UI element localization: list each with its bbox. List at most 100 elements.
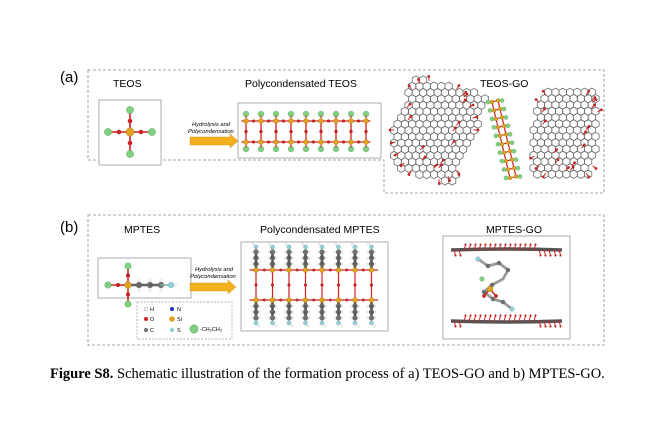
carbon-atom xyxy=(505,267,511,273)
hydrogen-atom xyxy=(258,262,261,266)
silicon-atom xyxy=(333,118,339,124)
bond xyxy=(543,249,546,256)
oxygen-atom xyxy=(341,140,346,144)
oxygen-group xyxy=(489,314,492,317)
hydrogen-atom xyxy=(350,256,353,260)
hydrogen-atom xyxy=(291,256,294,260)
hydrogen-atom xyxy=(148,288,152,292)
silicon-atom xyxy=(269,267,276,273)
hydrogen-atom xyxy=(301,242,304,246)
oxygen-group xyxy=(541,175,545,179)
oxygen-atom xyxy=(266,140,271,144)
ethyl-group xyxy=(507,131,513,137)
hydrogen-atom xyxy=(290,324,294,328)
sulfur-atom xyxy=(270,244,275,250)
oxygen-group xyxy=(554,325,557,328)
oxygen-atom xyxy=(266,119,271,123)
hydrogen-atom xyxy=(267,316,271,320)
oxygen-atom xyxy=(328,268,332,272)
oxygen-group xyxy=(594,98,598,102)
oxygen-atom xyxy=(262,268,266,272)
reaction-arrow-a xyxy=(189,133,239,149)
teos-molecule xyxy=(103,105,156,158)
bond xyxy=(498,244,501,251)
oxygen-atom xyxy=(262,298,266,302)
oxygen-group xyxy=(441,158,445,162)
oxygen-group xyxy=(457,120,461,124)
carbon-ring xyxy=(440,176,449,186)
hydrogen-atom xyxy=(366,316,370,320)
oxygen-group xyxy=(469,314,472,317)
carbon-atom xyxy=(496,260,502,266)
sulfur-atom xyxy=(352,244,358,250)
ethyl-group xyxy=(103,127,112,136)
oxygen-group xyxy=(534,166,538,170)
silicon-atom xyxy=(243,118,249,124)
oxygen-atom xyxy=(334,129,338,134)
atom-legend-box xyxy=(136,301,233,340)
oxygen-group xyxy=(452,139,456,143)
carbon-atom xyxy=(286,249,292,255)
oxygen-atom xyxy=(289,129,293,134)
oxygen-group xyxy=(435,163,439,167)
hydrogen-atom xyxy=(251,250,254,254)
oxygen-atom xyxy=(328,298,332,302)
ethyl-group xyxy=(515,165,521,171)
hydrogen-atom xyxy=(317,316,320,320)
mptes-title: MPTES xyxy=(124,224,160,236)
silicon-atom xyxy=(503,158,509,164)
bond xyxy=(488,244,491,251)
silicon-atom xyxy=(509,157,515,162)
oxygen-atom xyxy=(311,119,316,123)
mptes-go-structure xyxy=(450,243,563,328)
oxygen-group xyxy=(457,84,461,88)
oxygen-group xyxy=(474,314,477,317)
oxygen-group xyxy=(573,161,577,165)
oxygen-atom xyxy=(326,119,331,123)
hydrogen-atom xyxy=(350,250,353,254)
bond xyxy=(553,320,556,327)
oxygen-group xyxy=(519,243,522,246)
bond xyxy=(473,315,476,322)
legend-c-label: C xyxy=(150,328,154,334)
hydrogen-atom xyxy=(291,310,294,314)
bond xyxy=(478,244,481,251)
oxygen-group xyxy=(549,254,552,257)
hydrogen-atom xyxy=(333,316,337,320)
hydrogen-atom xyxy=(333,304,337,308)
bond xyxy=(538,249,541,256)
silicon-atom xyxy=(303,118,309,124)
oxygen-group xyxy=(509,314,512,317)
hydrogen-atom xyxy=(357,250,360,254)
hydrogen-atom xyxy=(373,250,377,254)
hydrogen-atom xyxy=(159,278,163,282)
bond xyxy=(548,249,551,256)
hydrogen-atom xyxy=(324,316,327,320)
oxygen-atom xyxy=(341,119,346,123)
bond xyxy=(458,320,461,327)
ethyl-group xyxy=(104,281,112,289)
oxygen-group xyxy=(499,314,502,317)
silicon-atom xyxy=(253,297,259,303)
hydrogen-atom xyxy=(251,262,254,266)
hydrogen-atom xyxy=(284,316,287,320)
hydrogen-atom xyxy=(274,310,278,314)
hydrogen-atom xyxy=(324,310,327,314)
oxygen-group xyxy=(514,243,517,246)
oxygen-atom xyxy=(279,298,283,302)
hydrogen-atom xyxy=(274,316,278,320)
sulfur-atom xyxy=(253,320,259,326)
oxygen-atom xyxy=(116,129,122,135)
bond xyxy=(491,101,511,179)
hydrogen-atom xyxy=(258,316,261,320)
bond xyxy=(558,249,561,256)
legend-ethyl-label: -CH₂CH₃ xyxy=(200,327,222,333)
oxygen-group xyxy=(541,89,545,93)
silicon-atom xyxy=(303,139,309,145)
oxygen-group xyxy=(559,325,562,328)
graphene-sheet-right xyxy=(529,87,603,179)
oxygen-group xyxy=(582,143,586,147)
silicon-atom xyxy=(302,297,309,303)
hydrogen-atom xyxy=(307,324,310,328)
ethyl-group xyxy=(125,105,134,114)
